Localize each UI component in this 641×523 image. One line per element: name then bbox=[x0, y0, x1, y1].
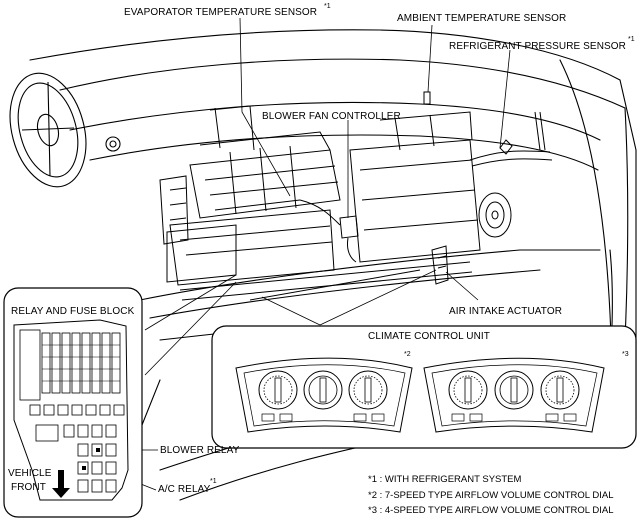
ac-relay-mark: *1 bbox=[210, 478, 217, 485]
relay-fuse-block-label: RELAY AND FUSE BLOCK bbox=[11, 306, 135, 317]
ac-relay-label: A/C RELAY bbox=[158, 484, 211, 495]
air-intake-actuator-label: AIR INTAKE ACTUATOR bbox=[449, 306, 563, 317]
refrigerant-sensor-label: REFRIGERANT PRESSURE SENSOR bbox=[449, 41, 626, 52]
relay-fuse-block-panel bbox=[3, 287, 143, 518]
panel-7speed-mark: *2 bbox=[404, 351, 411, 358]
front-label: FRONT bbox=[11, 482, 46, 493]
panel-4speed-mark: *3 bbox=[622, 351, 629, 358]
refrigerant-sensor-mark: *1 bbox=[628, 36, 635, 43]
ambient-sensor-label: AMBIENT TEMPERATURE SENSOR bbox=[397, 13, 567, 24]
evaporator-sensor-label: EVAPORATOR TEMPERATURE SENSOR bbox=[124, 7, 318, 18]
blower-fan-controller-label: BLOWER FAN CONTROLLER bbox=[262, 111, 401, 122]
climate-control-unit-label: CLIMATE CONTROL UNIT bbox=[368, 331, 491, 342]
evaporator-sensor-mark: *1 bbox=[324, 3, 331, 10]
note-2: *2 : 7-SPEED TYPE AIRFLOW VOLUME CONTROL… bbox=[368, 490, 614, 501]
note-1: *1 : WITH REFRIGERANT SYSTEM bbox=[368, 474, 522, 485]
blower-relay-label: BLOWER RELAY bbox=[160, 445, 240, 456]
arrow-down-icon bbox=[52, 470, 70, 498]
climate-control-panel bbox=[211, 325, 637, 449]
vehicle-label: VEHICLE bbox=[8, 468, 52, 479]
note-3: *3 : 4-SPEED TYPE AIRFLOW VOLUME CONTROL… bbox=[368, 505, 614, 516]
